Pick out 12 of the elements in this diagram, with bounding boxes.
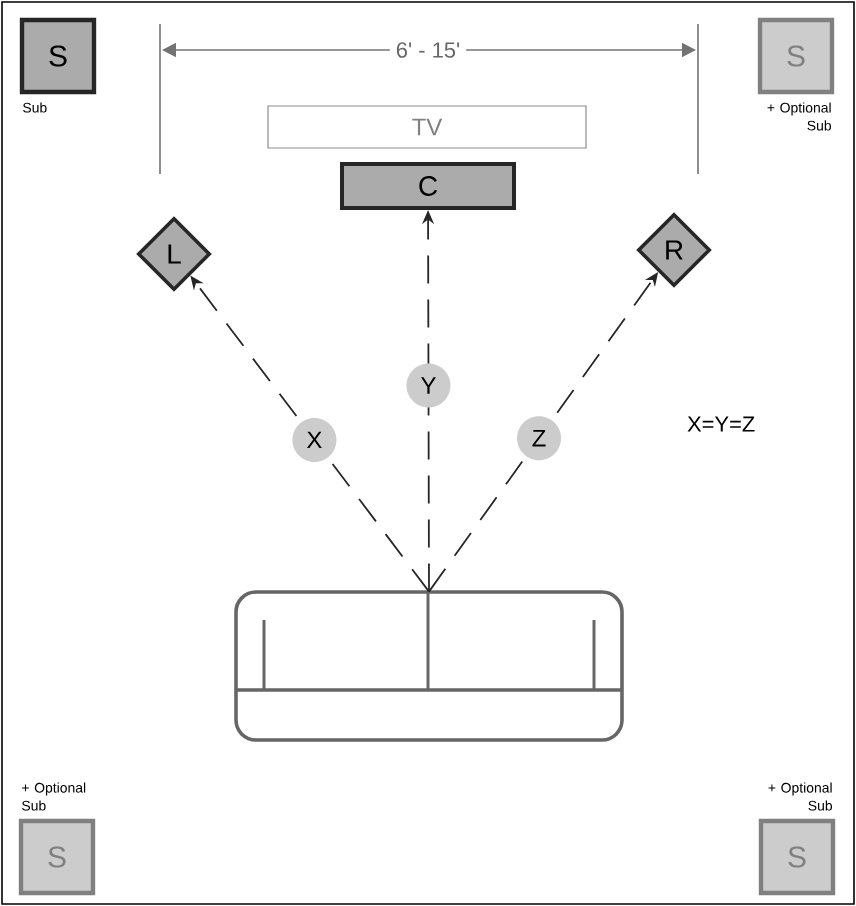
subwoofer-box: S [757, 17, 835, 95]
subwoofer-box: S [19, 17, 97, 95]
edge-label: Y [406, 363, 451, 408]
subwoofer-box: S [18, 818, 96, 896]
dimension-label: 6' - 15' [389, 36, 467, 64]
subwoofer-box: S [758, 818, 836, 896]
edge-label: Z [517, 416, 561, 461]
sofa-drawing [234, 590, 624, 742]
edge-label: X [292, 417, 337, 462]
speaker-box: C [340, 162, 516, 210]
equation-label: X=Y=Z [687, 416, 755, 432]
tv-box: TV [267, 105, 587, 149]
